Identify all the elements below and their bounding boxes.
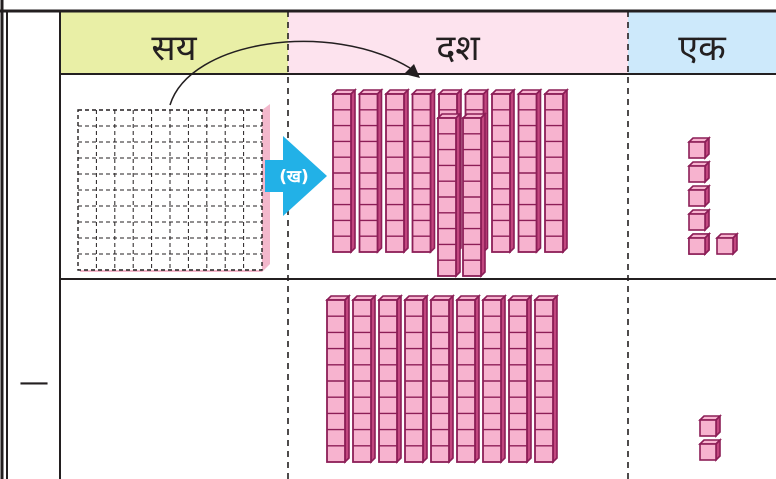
flat-grid: [78, 110, 262, 270]
one-cube: [698, 438, 722, 462]
ten-rod: [357, 88, 384, 254]
ones-header: एक: [678, 28, 727, 69]
row2-tens-rods: [325, 294, 559, 464]
ten-rod: [410, 88, 437, 254]
ten-rod-regrouped: [461, 112, 487, 278]
regrouped-hundred-flat: [77, 104, 270, 272]
one-cube: [687, 136, 711, 160]
ten-rod: [481, 294, 507, 464]
ten-rod: [351, 294, 377, 464]
ten-rod: [516, 88, 543, 254]
regroup-arrowhead: [404, 64, 420, 78]
one-cube: [698, 414, 722, 438]
tens-header: दश: [436, 28, 480, 69]
ones-header-bg: [628, 12, 776, 74]
ten-rod: [533, 294, 559, 464]
step-label: (ख): [279, 167, 308, 187]
row2-ones-cubes: [698, 414, 722, 462]
hundreds-header-bg: [60, 12, 288, 74]
ten-rod: [455, 294, 481, 464]
ten-rod-regrouped: [436, 112, 462, 278]
ten-rod: [403, 294, 429, 464]
ten-rod: [331, 88, 357, 254]
ten-rod: [384, 88, 410, 254]
one-cube: [687, 184, 711, 208]
hundreds-header: सय: [151, 28, 197, 69]
minus-sign: —: [19, 365, 49, 400]
row1-tens-rods: [331, 88, 569, 278]
ten-rod: [377, 294, 403, 464]
one-cube: [687, 208, 711, 232]
one-cube: [715, 232, 739, 256]
ten-rod: [429, 294, 455, 464]
ten-rod: [543, 88, 569, 254]
step-arrow-shape: [265, 136, 327, 216]
ten-rod: [325, 294, 351, 464]
one-cube: [687, 232, 711, 256]
tens-header-bg: [288, 12, 628, 74]
one-cube: [687, 160, 711, 184]
ten-rod: [507, 294, 533, 464]
regroup-arrow: [169, 40, 411, 106]
step-arrow: (ख): [265, 136, 327, 216]
row1-ones-cubes: [687, 136, 739, 256]
ten-rod: [490, 88, 516, 254]
